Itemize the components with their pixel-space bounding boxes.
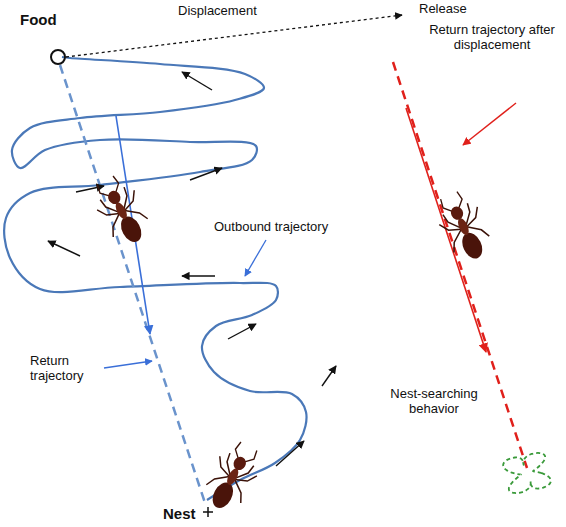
arrow-label: Displacement (178, 3, 288, 18)
trajectory-label: Outbound trajectory (214, 219, 354, 234)
direction-arrow (182, 72, 212, 90)
nest-marker (203, 507, 213, 517)
trajectory-label: Return trajectory after displacement (426, 22, 558, 53)
point-label: Release (419, 1, 489, 16)
ant-head (106, 189, 123, 207)
direction-arrow (276, 441, 304, 466)
return-direction-arrow (116, 116, 150, 334)
displacement-arrow (66, 15, 402, 57)
trajectory-label: Return trajectory (30, 353, 106, 384)
behavior-label: Nest-searching behavior (382, 386, 486, 417)
ant-thorax (456, 217, 471, 237)
pointer-arrow (104, 361, 152, 368)
ant-abdomen (458, 230, 486, 262)
direction-arrow (182, 275, 215, 276)
ant-head (231, 455, 248, 473)
outbound-trajectory (4, 57, 306, 500)
place-label: Food (20, 11, 57, 28)
ant-abdomen (117, 213, 146, 245)
direction-arrow (228, 324, 256, 339)
food-circle (14, 8, 70, 66)
ant-figure (198, 436, 267, 517)
food-circle-outline (51, 50, 65, 64)
food-marker: Food (14, 8, 70, 66)
ant-abdomen (209, 479, 238, 511)
place-label: Nest (163, 505, 213, 523)
displaced-return-arrow (406, 108, 486, 352)
search-loops (503, 453, 551, 493)
ant-figure (430, 186, 497, 266)
ant-head (449, 204, 466, 221)
pointer-arrow (463, 103, 516, 145)
return-path-dashed (60, 65, 206, 506)
direction-arrow (190, 168, 222, 180)
ant-figure (87, 170, 156, 251)
direction-arrow (322, 366, 336, 386)
pointer-arrow (245, 240, 266, 276)
direction-arrow (48, 241, 80, 256)
